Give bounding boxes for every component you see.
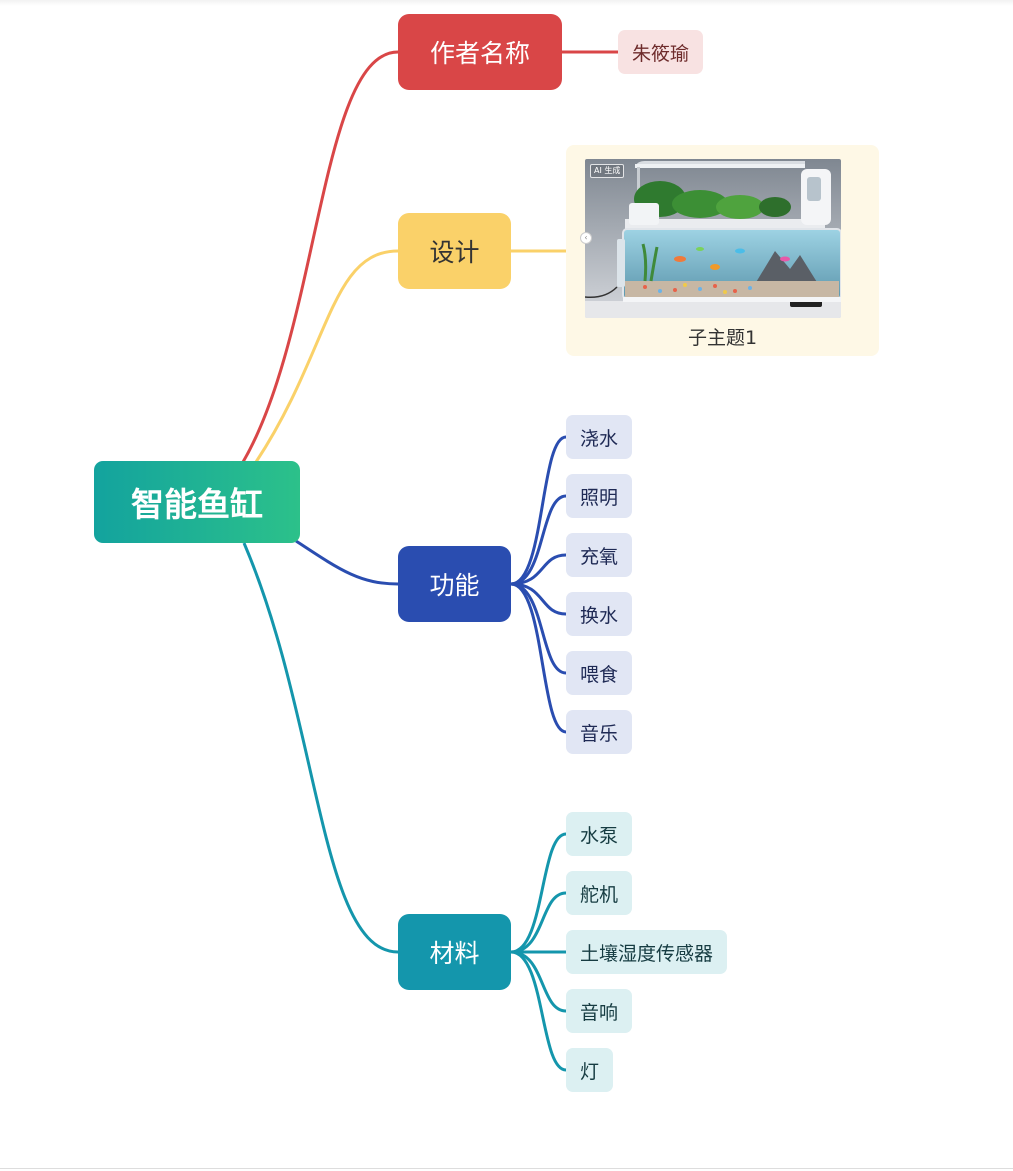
- topic-design[interactable]: 设计: [398, 213, 511, 289]
- ai-generated-badge: AI 生成: [590, 164, 625, 178]
- image-card[interactable]: AI 生成 ‹ 子主题1: [566, 145, 879, 356]
- topic-function[interactable]: 功能: [398, 546, 511, 622]
- link-root-material: [242, 542, 399, 954]
- subtopic-function-oxygen[interactable]: 充氧: [566, 533, 633, 577]
- subtopic-material-soil-sensor[interactable]: 土壤湿度传感器: [566, 930, 728, 974]
- topic-material[interactable]: 材料: [398, 914, 511, 990]
- root-topic[interactable]: 智能鱼缸: [94, 461, 300, 543]
- subtopic-function-music[interactable]: 音乐: [566, 710, 633, 754]
- subtopic-material-light[interactable]: 灯: [566, 1048, 614, 1092]
- image-card-caption[interactable]: 子主题1: [687, 327, 758, 349]
- top-shade: [0, 0, 1013, 6]
- subtopic-material-speaker[interactable]: 音响: [566, 989, 633, 1033]
- collapse-arrow-icon[interactable]: ‹: [580, 232, 592, 244]
- subtopic-function-water-change[interactable]: 换水: [566, 592, 633, 636]
- subtopic-function-lighting[interactable]: 照明: [566, 474, 633, 518]
- material-links: [510, 832, 567, 1072]
- link-root-function: [295, 539, 399, 586]
- function-links: [510, 435, 567, 734]
- subtopic-material-pump[interactable]: 水泵: [566, 812, 633, 856]
- link-root-design: [254, 249, 399, 463]
- subtopic-function-watering[interactable]: 浇水: [566, 415, 633, 459]
- subtopic-author-name[interactable]: 朱筱瑜: [618, 30, 704, 74]
- subtopic-material-servo[interactable]: 舵机: [566, 871, 633, 915]
- bottom-divider: [0, 1168, 1013, 1169]
- aquarium-image[interactable]: AI 生成: [585, 159, 841, 318]
- topic-author[interactable]: 作者名称: [398, 14, 562, 90]
- subtopic-function-feeding[interactable]: 喂食: [566, 651, 633, 695]
- link-root-author: [241, 50, 399, 463]
